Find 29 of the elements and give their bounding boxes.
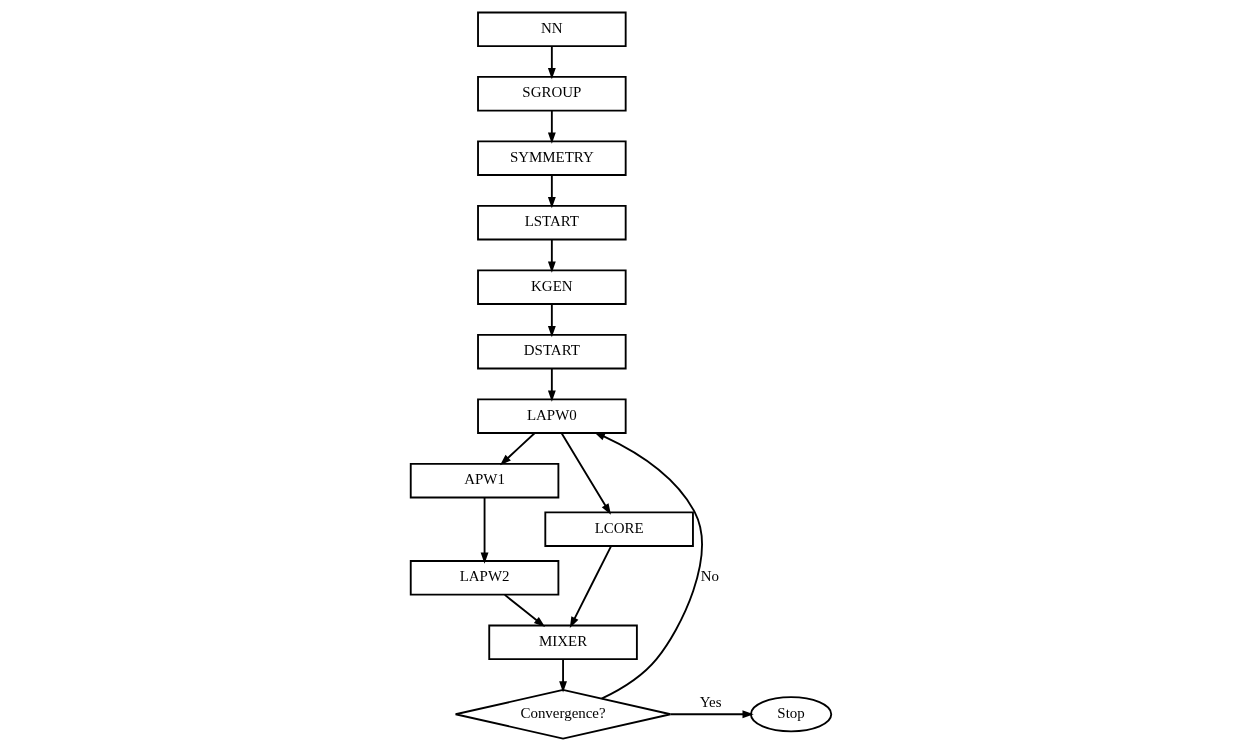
arrow: [500, 432, 536, 466]
arrow: [669, 710, 754, 719]
node-box: LSTART: [477, 204, 627, 241]
node-box: LAPW0: [477, 398, 627, 434]
node-box: LAPW2: [409, 560, 560, 596]
arrow: [503, 593, 546, 628]
node-diamond: Convergence?: [454, 689, 672, 740]
arrow: [480, 496, 489, 564]
arrow: [547, 238, 556, 273]
arrow: [547, 109, 556, 144]
arrow: [547, 45, 556, 80]
node-box: NN: [477, 11, 627, 48]
node-box: KGEN: [477, 269, 627, 305]
node-box: SGROUP: [477, 76, 627, 112]
node-box: LCORE: [544, 511, 694, 547]
arrow: [547, 174, 556, 209]
arrow: [593, 431, 703, 700]
edge-label: No: [700, 568, 719, 585]
arrow: [560, 432, 611, 515]
arrow: [569, 545, 613, 628]
edge-label: Yes: [699, 693, 722, 710]
node-box: MIXER: [488, 624, 638, 661]
node-box: APW1: [409, 462, 560, 499]
arrow: [547, 303, 556, 338]
node-ellipse: Stop: [749, 696, 833, 733]
arrow: [559, 658, 567, 693]
node-box: SYMMETRY: [477, 140, 627, 176]
node-box: DSTART: [477, 333, 627, 370]
arrow: [547, 367, 556, 402]
